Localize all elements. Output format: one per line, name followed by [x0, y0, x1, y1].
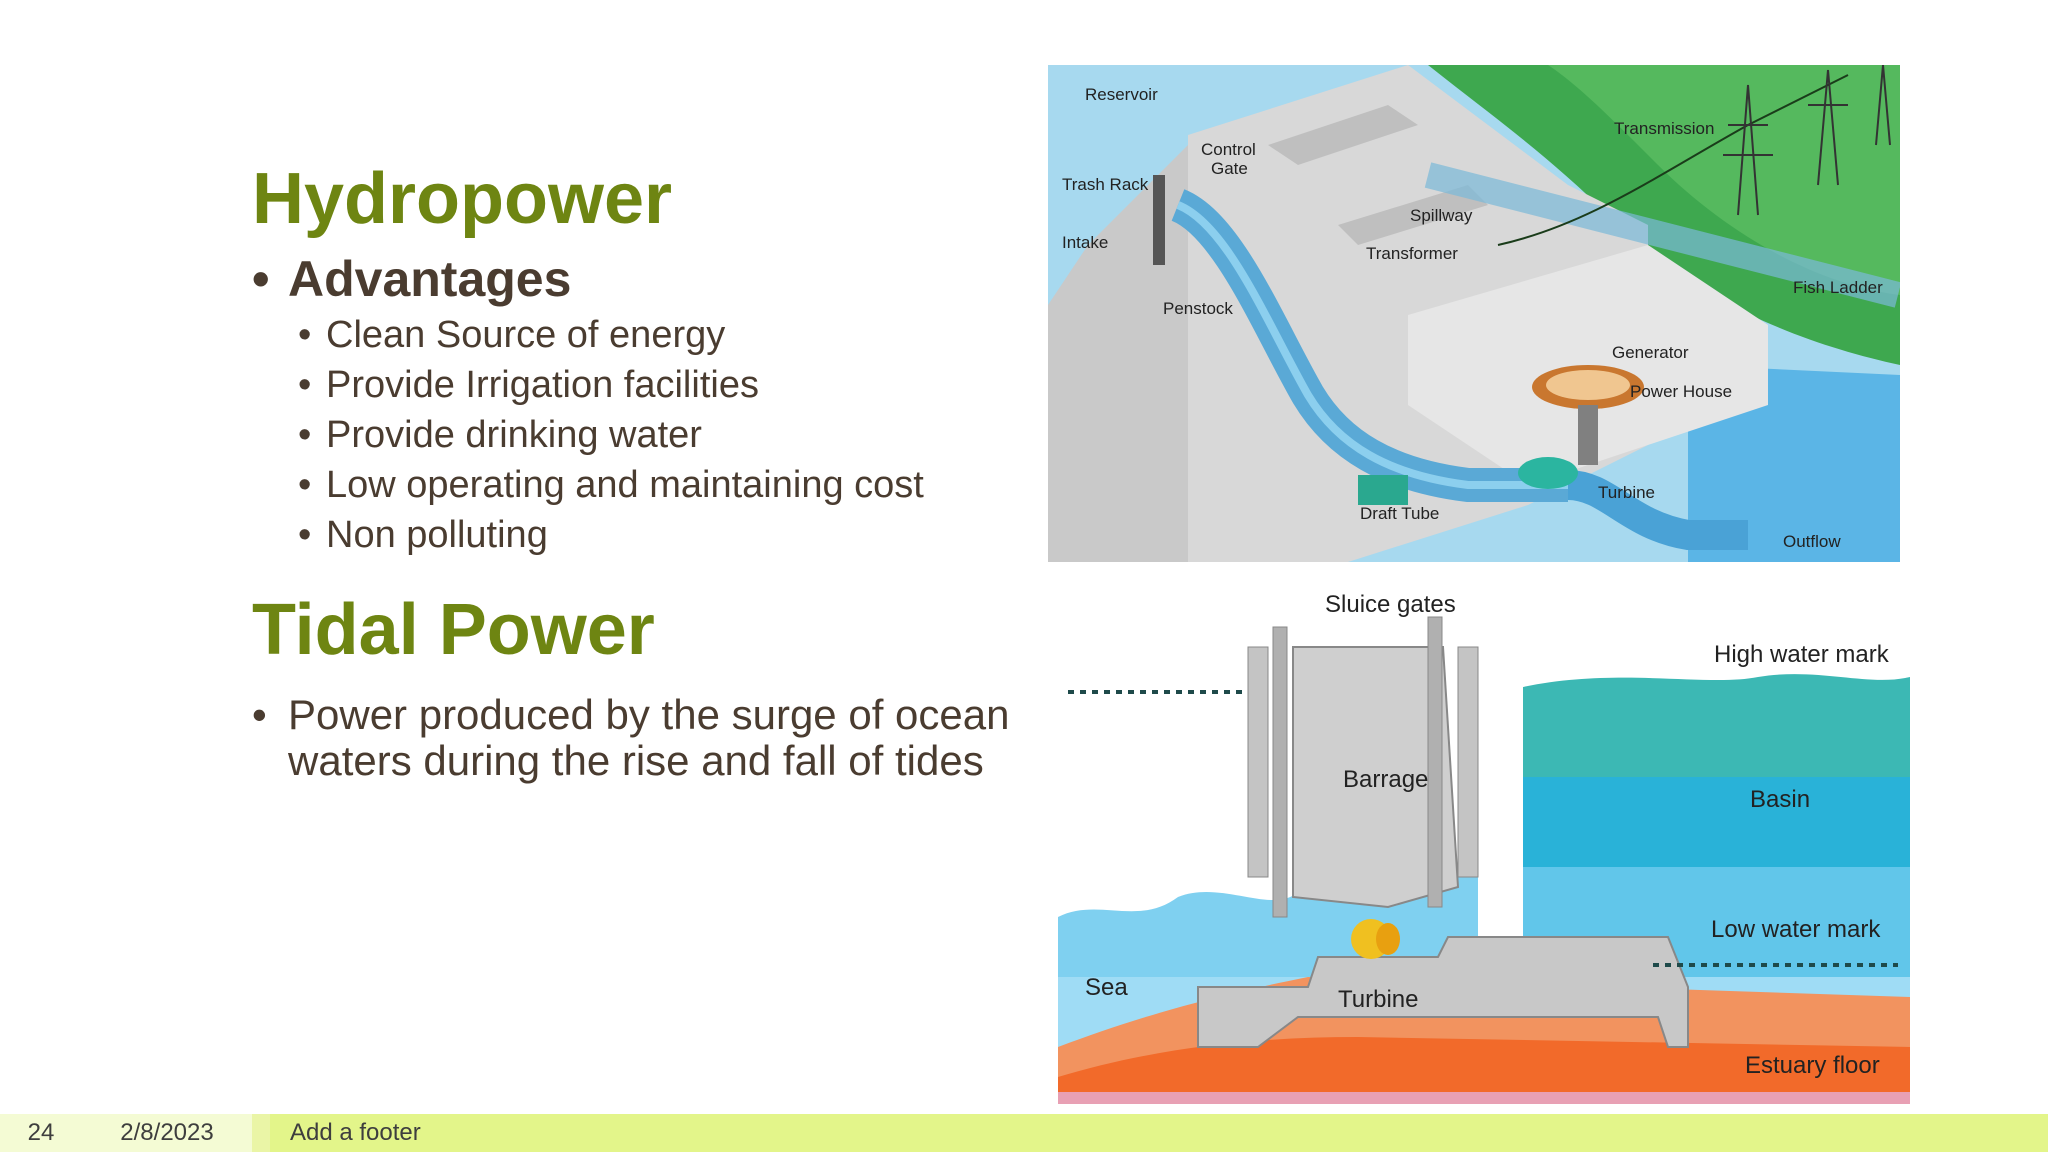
label-control-gate-2: Gate — [1211, 159, 1248, 178]
list-item: • Low operating and maintaining cost — [298, 460, 924, 510]
label-draft-tube: Draft Tube — [1360, 504, 1439, 523]
advantage-text: Provide Irrigation facilities — [326, 364, 759, 406]
label-reservoir: Reservoir — [1085, 85, 1158, 104]
footer-date: 2/8/2023 — [82, 1114, 252, 1152]
advantages-heading: Advantages — [288, 251, 572, 307]
label-sea: Sea — [1085, 974, 1128, 1001]
bullet-marker: • — [252, 251, 270, 307]
tidal-diagram: Sluice gates High water mark Barrage Bas… — [1058, 577, 1910, 1104]
label-spillway: Spillway — [1410, 206, 1473, 225]
tidal-bullet: • Power produced by the surge of ocean w… — [252, 692, 1078, 784]
label-transformer: Transformer — [1366, 244, 1458, 263]
slide-number: 24 — [0, 1114, 82, 1152]
bullet-marker: • — [298, 464, 312, 506]
bullet-marker: • — [298, 364, 312, 406]
advantage-text: Clean Source of energy — [326, 314, 726, 356]
label-low-water-mark: Low water mark — [1711, 916, 1881, 943]
bullet-marker: • — [298, 314, 312, 356]
footer-text[interactable]: Add a footer — [270, 1114, 2048, 1152]
label-control-gate: Control — [1201, 140, 1256, 159]
label-estuary-floor: Estuary floor — [1745, 1052, 1880, 1079]
label-trash-rack: Trash Rack — [1062, 175, 1149, 194]
list-item: • Provide Irrigation facilities — [298, 360, 924, 410]
bullet-marker: • — [298, 414, 312, 456]
advantage-text: Provide drinking water — [326, 414, 702, 456]
label-outflow: Outflow — [1783, 532, 1841, 551]
label-sluice-gates: Sluice gates — [1325, 591, 1456, 618]
label-basin: Basin — [1750, 786, 1810, 813]
list-item: • Clean Source of energy — [298, 310, 924, 360]
hydropower-title: Hydropower — [252, 159, 673, 239]
advantage-text: Low operating and maintaining cost — [326, 464, 924, 506]
advantages-list: • Clean Source of energy • Provide Irrigat… — [298, 310, 924, 560]
advantage-text: Non polluting — [326, 514, 548, 556]
hydropower-diagram: Reservoir Control Gate Trash Rack Intake… — [1048, 65, 1900, 562]
bullet-marker: • — [298, 514, 312, 556]
label-barrage: Barrage — [1343, 766, 1428, 793]
label-intake: Intake — [1062, 233, 1108, 252]
tidal-description: Power produced by the surge of ocean wat… — [288, 691, 1010, 784]
label-generator: Generator — [1612, 343, 1689, 362]
label-penstock: Penstock — [1163, 299, 1233, 318]
label-high-water-mark: High water mark — [1714, 641, 1890, 668]
label-turbine: Turbine — [1598, 483, 1655, 502]
label-turbine: Turbine — [1338, 986, 1418, 1013]
label-transmission: Transmission — [1614, 119, 1714, 138]
list-item: • Non polluting — [298, 510, 924, 560]
list-item: • Provide drinking water — [298, 410, 924, 460]
label-fish-ladder: Fish Ladder — [1793, 278, 1883, 297]
tidal-power-title: Tidal Power — [252, 590, 655, 670]
bullet-marker: • — [252, 691, 267, 738]
advantages-bullet: • Advantages — [252, 254, 571, 304]
label-power-house: Power House — [1630, 382, 1732, 401]
